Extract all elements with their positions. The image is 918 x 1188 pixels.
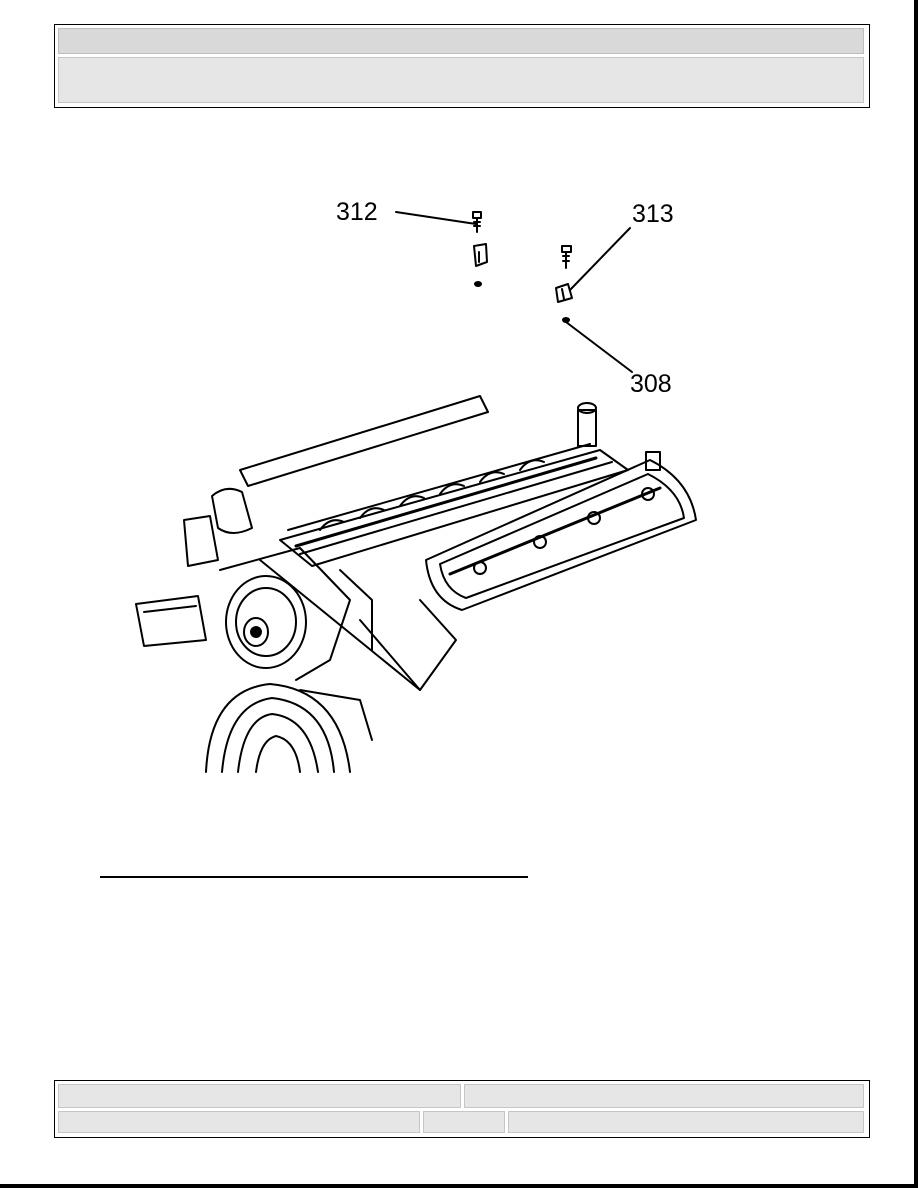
part-312-bolt xyxy=(472,211,482,233)
header-subtitle-bar xyxy=(58,57,864,103)
leader-line-313 xyxy=(569,227,631,291)
callout-308: 308 xyxy=(630,370,672,398)
footer-cell-left-bottom xyxy=(58,1111,420,1133)
part-308-seal xyxy=(562,317,570,323)
header-box xyxy=(54,24,870,108)
callout-312: 312 xyxy=(336,198,378,226)
footer-cell-mid-bottom xyxy=(423,1111,505,1133)
header-title-bar xyxy=(58,28,864,54)
callout-313: 313 xyxy=(632,200,674,228)
engine-illustration: 312 313 308 xyxy=(130,190,710,780)
engine-block xyxy=(135,395,697,773)
footer-cell-right-bottom xyxy=(508,1111,864,1133)
engine-diagram-svg: 312 313 308 xyxy=(135,198,697,773)
leader-line-312 xyxy=(395,211,477,225)
part-312-sensor xyxy=(473,243,488,267)
part-313-bolt xyxy=(561,245,572,269)
footer-cell-left-top xyxy=(58,1084,461,1108)
leader-line-308 xyxy=(565,321,633,373)
part-313-sensor xyxy=(555,283,573,303)
section-rule xyxy=(100,876,528,878)
part-312-seal xyxy=(474,281,482,287)
footer-cell-right-top xyxy=(464,1084,864,1108)
footer-box xyxy=(54,1080,870,1138)
